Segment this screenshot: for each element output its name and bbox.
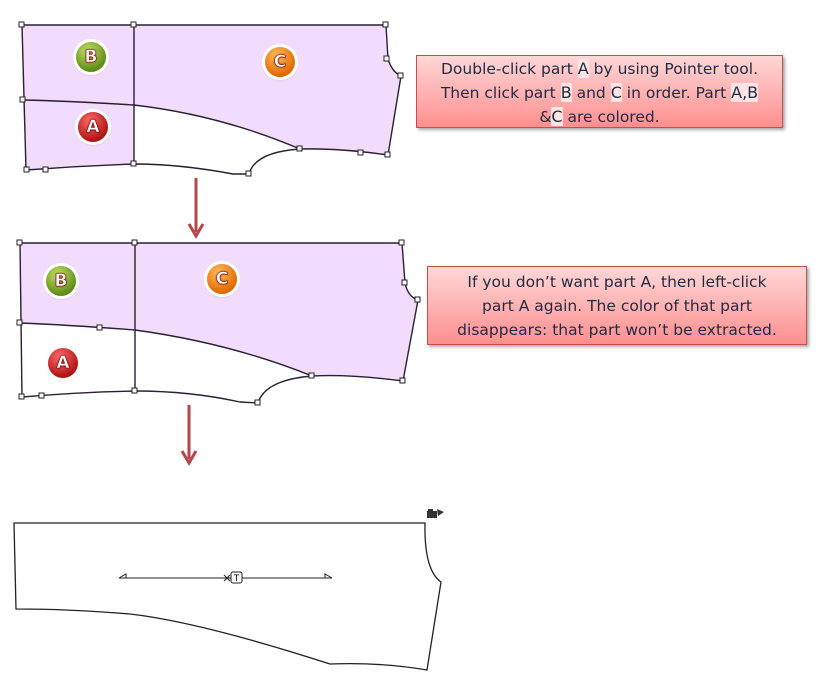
- part-c-region[interactable]: [135, 243, 418, 381]
- text: by using Pointer tool.: [588, 60, 758, 78]
- arrow-head-1: [187, 223, 205, 239]
- step1-pattern: [18, 21, 404, 177]
- badge-b[interactable]: B: [76, 42, 106, 72]
- badge-a[interactable]: A: [48, 348, 78, 378]
- arrow-head-2: [180, 450, 198, 466]
- cross-marker-icon: [223, 574, 231, 582]
- part-a-region[interactable]: [23, 100, 134, 170]
- piece-outline: [13, 522, 442, 671]
- part-c-region[interactable]: [134, 25, 401, 155]
- text: Then click part: [440, 84, 561, 102]
- part-b-region[interactable]: [20, 243, 135, 330]
- callout-step1: Double-click part A by using Pointer too…: [416, 55, 783, 128]
- extracted-piece[interactable]: T: [13, 509, 444, 671]
- text: and: [571, 84, 611, 102]
- text: disappears: that part won’t be extracted…: [457, 321, 777, 339]
- text-marker: T: [234, 573, 240, 583]
- part-label: A: [577, 59, 589, 78]
- badge-b[interactable]: B: [46, 266, 76, 296]
- text: part A again. The color of that part: [482, 297, 752, 315]
- control-points: [16, 239, 421, 406]
- text: in order. Part: [621, 84, 732, 102]
- step2-pattern: [16, 239, 421, 406]
- callout-step2: If you don’t want part A, then left-clic…: [427, 266, 807, 345]
- part-label: C: [551, 107, 563, 126]
- grain-arrow-left-icon: [118, 573, 127, 579]
- text-marker-box[interactable]: [230, 571, 243, 584]
- part-label: A,B: [731, 83, 759, 102]
- text: If you don’t want part A, then left-clic…: [467, 273, 767, 291]
- badge-a[interactable]: A: [78, 112, 108, 142]
- text: &: [539, 108, 552, 126]
- grain-arrow-right-icon: [324, 573, 333, 579]
- division-line: [19, 322, 313, 377]
- part-label: C: [610, 83, 622, 102]
- control-points: [18, 21, 404, 177]
- division-line: [22, 99, 301, 150]
- extract-piece-icon[interactable]: [427, 509, 444, 518]
- part-label: B: [560, 83, 572, 102]
- badge-c[interactable]: C: [207, 264, 237, 294]
- badge-c[interactable]: C: [265, 47, 295, 77]
- text: are colored.: [562, 108, 660, 126]
- text: Double-click part: [440, 60, 578, 78]
